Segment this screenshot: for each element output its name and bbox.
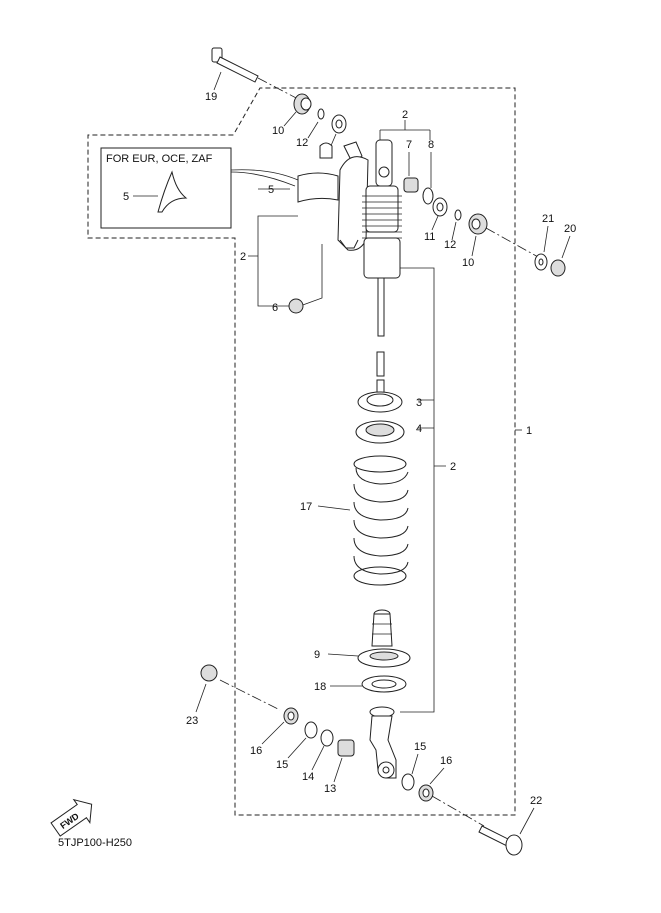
- bearing-7: 7: [403, 139, 419, 193]
- callout-2-right: 2: [450, 461, 456, 473]
- callout-2-top: 2: [402, 109, 408, 121]
- bump-stop: [371, 609, 393, 647]
- region-note-box: FOR EUR, OCE, ZAF 5: [100, 147, 232, 229]
- callout-17: 17: [300, 501, 312, 513]
- lock-nut-4: 4: [355, 420, 422, 444]
- callout-5-note: 5: [123, 191, 129, 203]
- spring-guide-9: 9: [314, 648, 411, 668]
- callout-21: 21: [542, 213, 554, 225]
- callout-14: 14: [302, 771, 314, 783]
- note-box-text: FOR EUR, OCE, ZAF: [106, 153, 213, 165]
- callout-4: 4: [416, 423, 422, 435]
- callout-15-left: 15: [276, 759, 288, 771]
- callout-10-right: 10: [462, 257, 474, 269]
- callout-8: 8: [428, 139, 434, 151]
- bearing-13: 13: [324, 739, 355, 795]
- callout-16-right: 16: [440, 755, 452, 767]
- bracket-2-left: [248, 215, 323, 307]
- callout-12-left: 12: [296, 137, 308, 149]
- nut-23: 23: [186, 664, 218, 727]
- bracket-2-top: [379, 120, 431, 140]
- collar-10-right: 10: [462, 213, 488, 269]
- callout-7: 7: [406, 139, 412, 151]
- bolt-19: 19: [205, 47, 259, 103]
- shock-body: [362, 139, 402, 395]
- collar-14: 14: [302, 729, 334, 783]
- note-pointer: [230, 169, 299, 187]
- callout-16-left: 16: [250, 745, 262, 757]
- callout-18: 18: [314, 681, 326, 693]
- callout-19: 19: [205, 91, 217, 103]
- callout-5: 5: [268, 184, 274, 196]
- adjuster-nut-3: 3: [357, 391, 422, 413]
- seal-11-right: 11: [424, 197, 448, 243]
- seal-8: 8: [422, 139, 434, 205]
- callout-23: 23: [186, 715, 198, 727]
- callout-3: 3: [416, 397, 422, 409]
- callout-6: 6: [272, 302, 278, 314]
- washer-21: 21: [534, 213, 554, 271]
- callout-15-right: 15: [414, 741, 426, 753]
- seat-part-icon: [157, 170, 188, 213]
- washer-12-right: 12: [444, 209, 462, 251]
- nut-20: 20: [550, 223, 576, 277]
- callout-10-left: 10: [272, 125, 284, 137]
- seal-15-right: 15: [401, 741, 426, 791]
- shock-reservoir: [337, 141, 369, 251]
- bleed-bolt-6: 6: [272, 298, 304, 314]
- callout-2-left: 2: [240, 251, 246, 263]
- callout-9: 9: [314, 649, 320, 661]
- collar-10-left: 10: [272, 93, 312, 137]
- callout-11-right: 11: [424, 231, 435, 243]
- leader-17: [317, 505, 351, 511]
- collar-16-left: 16: [250, 707, 299, 757]
- axis-bottom-right: [431, 795, 485, 827]
- callout-22: 22: [530, 795, 542, 807]
- seat-5: 5: [258, 142, 339, 203]
- callout-1: 1: [526, 425, 532, 437]
- spring-seat-18: 18: [314, 675, 407, 693]
- fwd-badge: FWD: [50, 798, 93, 837]
- axis-top-right: [485, 227, 541, 259]
- bracket-2-right: [400, 267, 446, 713]
- seal-15-left: 15: [276, 721, 318, 771]
- callout-20: 20: [564, 223, 576, 235]
- diagram-code: 5TJP100-H250: [58, 837, 132, 849]
- callout-13: 13: [324, 783, 336, 795]
- washer-12-left: 12: [296, 108, 325, 149]
- assembly-boundary: [87, 87, 516, 816]
- axis-bottom-left: [219, 679, 281, 711]
- axis-top: [257, 77, 301, 101]
- bolt-22: 22: [478, 795, 542, 856]
- collar-16-right: 16: [418, 755, 452, 802]
- spring-17: [353, 455, 409, 586]
- lower-clevis: [369, 706, 397, 779]
- callout-12-right: 12: [444, 239, 456, 251]
